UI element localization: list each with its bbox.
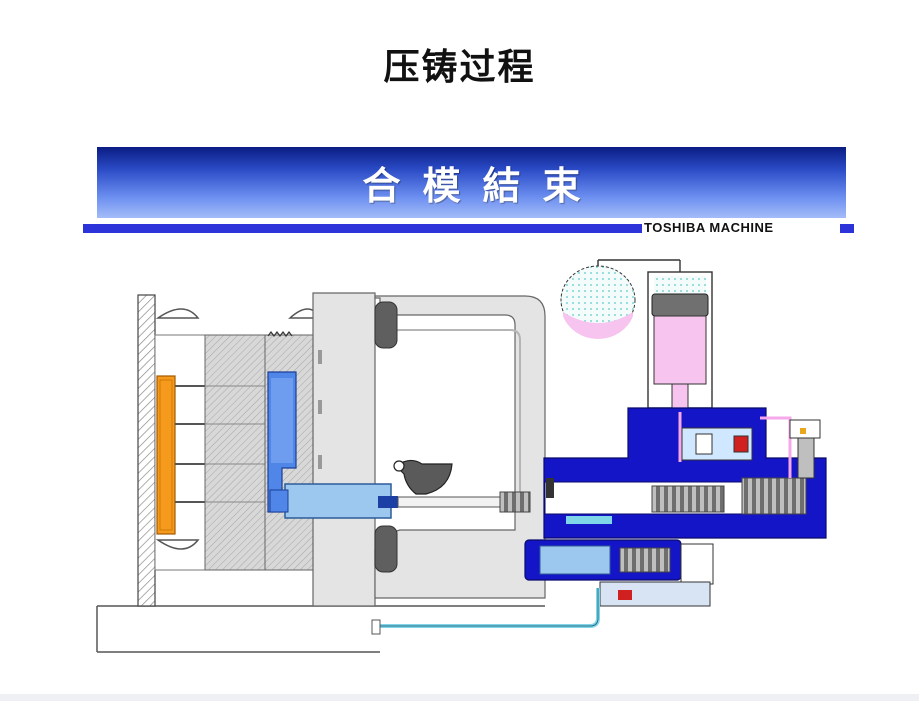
return-piping bbox=[371, 588, 600, 635]
brand-bar-end bbox=[840, 224, 854, 233]
brand-name: TOSHIBA MACHINE bbox=[644, 220, 774, 235]
ladle bbox=[393, 459, 453, 495]
shot-cylinder bbox=[543, 407, 827, 539]
title-banner: 合模結束 bbox=[97, 147, 846, 218]
c-frame bbox=[374, 295, 546, 599]
control-valve-block bbox=[678, 412, 792, 478]
pilot-valve bbox=[789, 419, 821, 479]
fixed-platen bbox=[312, 292, 376, 607]
ejector-plate bbox=[156, 375, 205, 535]
machine-bed bbox=[96, 605, 545, 653]
bottom-strip bbox=[0, 694, 919, 701]
moving-die bbox=[204, 334, 266, 571]
gas-bottle bbox=[560, 259, 681, 339]
banner-text: 合模結束 bbox=[362, 164, 603, 208]
die-cavity bbox=[267, 371, 297, 513]
lower-hydraulic-unit bbox=[524, 539, 714, 607]
plunger-rod bbox=[397, 491, 531, 513]
page-title: 压铸过程 bbox=[383, 46, 536, 88]
accumulator bbox=[647, 271, 713, 413]
shot-sleeve bbox=[269, 483, 398, 519]
brand-bar bbox=[83, 224, 642, 233]
